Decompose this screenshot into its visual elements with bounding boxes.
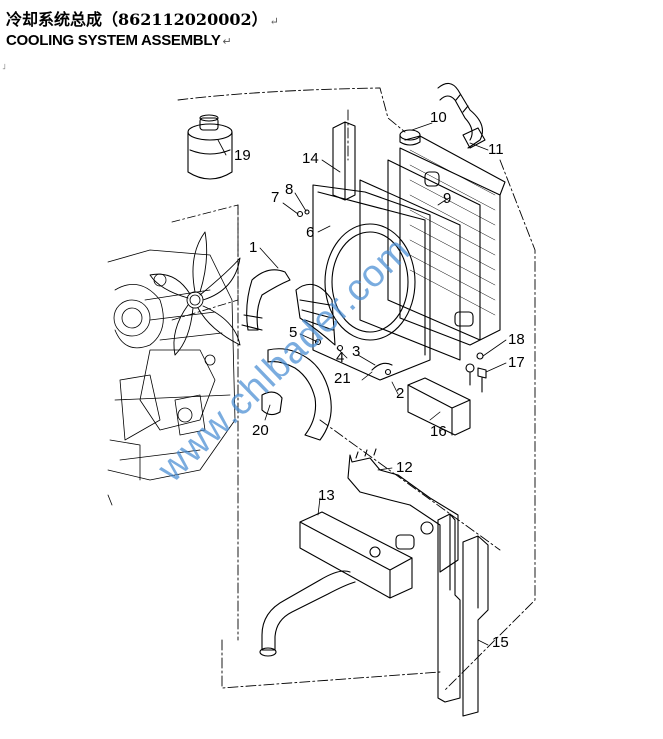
callout-16: 16: [430, 423, 447, 440]
fan: [149, 231, 241, 356]
bolt: [477, 367, 487, 393]
callout-15: 15: [492, 634, 509, 651]
lower-bracket: [347, 448, 459, 573]
callout-20: 20: [252, 422, 269, 439]
fan-shroud: [312, 184, 431, 381]
corner-mark: ˩: [2, 62, 6, 71]
return-hose: [261, 348, 332, 441]
callout-10: 10: [430, 109, 447, 126]
callout-17: 17: [508, 354, 525, 371]
left-mount-beam: [299, 511, 415, 599]
callout-19: 19: [234, 147, 251, 164]
bottom-pipe: [259, 570, 356, 657]
callout-8: 8: [285, 181, 293, 198]
engine-block: [107, 249, 236, 506]
callout-7: 7: [271, 189, 279, 206]
callout-11: 11: [488, 141, 504, 158]
leader-lines: [217, 122, 507, 646]
upper-hose: [437, 82, 483, 149]
callout-12: 12: [396, 459, 413, 476]
engine-bracket: [171, 204, 239, 321]
callout-6: 6: [306, 224, 314, 241]
callout-1: 1: [249, 239, 257, 256]
callout-4: 4: [336, 349, 344, 366]
fan-guard: [295, 283, 336, 346]
callout-2: 2: [396, 385, 404, 402]
radiator: [359, 135, 506, 386]
callout-3: 3: [352, 343, 360, 360]
lower-hose: [241, 269, 291, 331]
vertical-plates: [437, 513, 489, 717]
title-chinese: 冷却系统总成（862112020002）↵: [6, 10, 279, 29]
callout-21: 21: [334, 370, 351, 387]
radiator-cap: [399, 129, 421, 146]
callout-14: 14: [302, 150, 319, 167]
callouts: 1 2 3 4 5 6 7 8 9 10 11 12 13 14 15 16 1…: [234, 109, 525, 651]
callout-5: 5: [289, 324, 297, 341]
callout-13: 13: [318, 487, 335, 504]
outlet-fitting: [462, 127, 486, 149]
side-block: [407, 377, 471, 436]
coolant-reservoir: [187, 114, 233, 180]
callout-18: 18: [508, 331, 525, 348]
top-mount-plate: [332, 121, 356, 201]
title-english: COOLING SYSTEM ASSEMBLY↵: [6, 32, 232, 49]
callout-9: 9: [443, 190, 451, 207]
washer: [476, 352, 484, 360]
